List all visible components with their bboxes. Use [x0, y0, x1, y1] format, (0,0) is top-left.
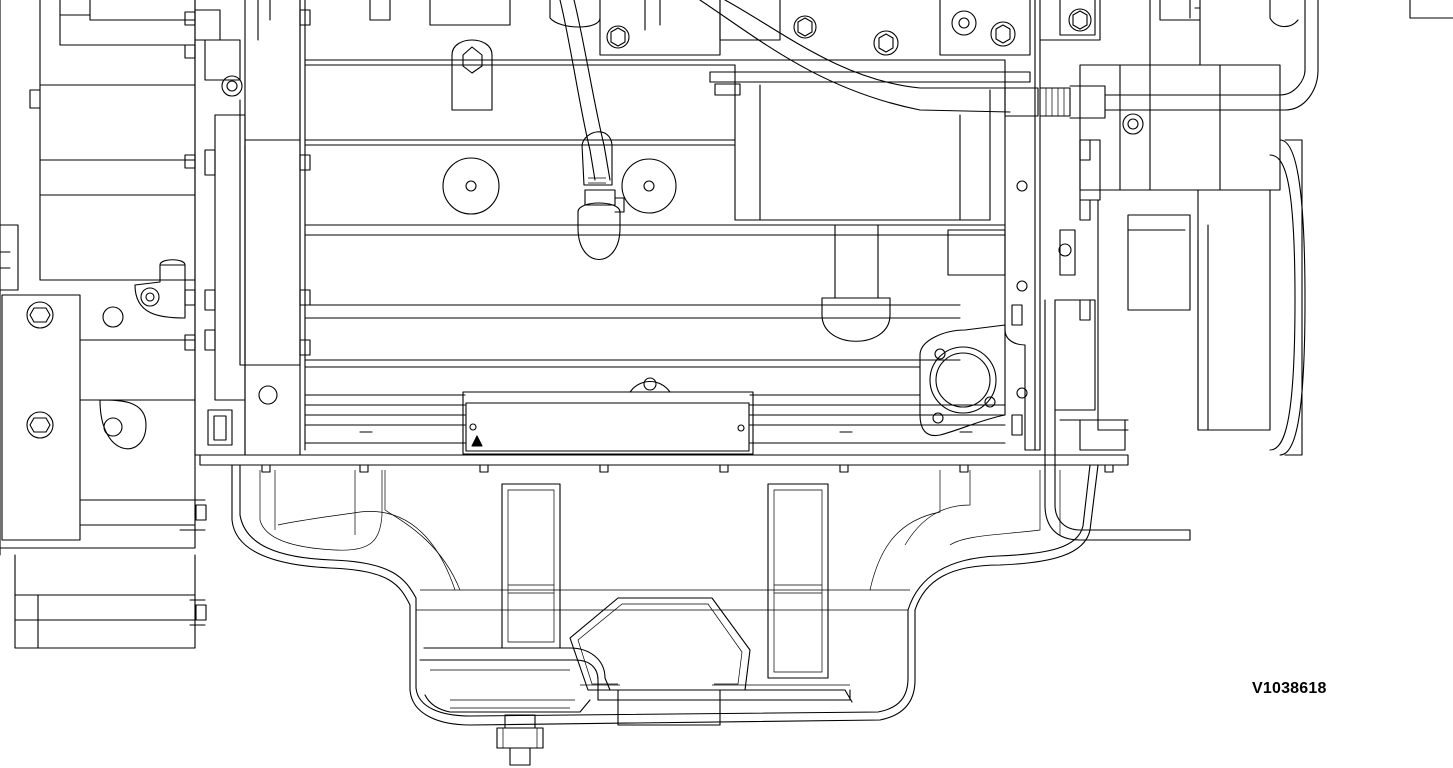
figure-id-label: V1038618	[1252, 680, 1327, 697]
frame-bolts	[185, 10, 1090, 620]
label-plate	[463, 378, 753, 454]
pulley-assembly	[1040, 0, 1453, 455]
side-plate	[920, 0, 1095, 450]
engine-block	[300, 0, 1030, 455]
bell-flange	[195, 0, 300, 455]
flywheel-housing	[0, 0, 205, 648]
coolant-pipe	[700, 0, 1318, 118]
dipstick-tube	[1045, 244, 1190, 540]
fuel-hose	[560, 0, 624, 260]
oil-pan	[200, 455, 1128, 765]
